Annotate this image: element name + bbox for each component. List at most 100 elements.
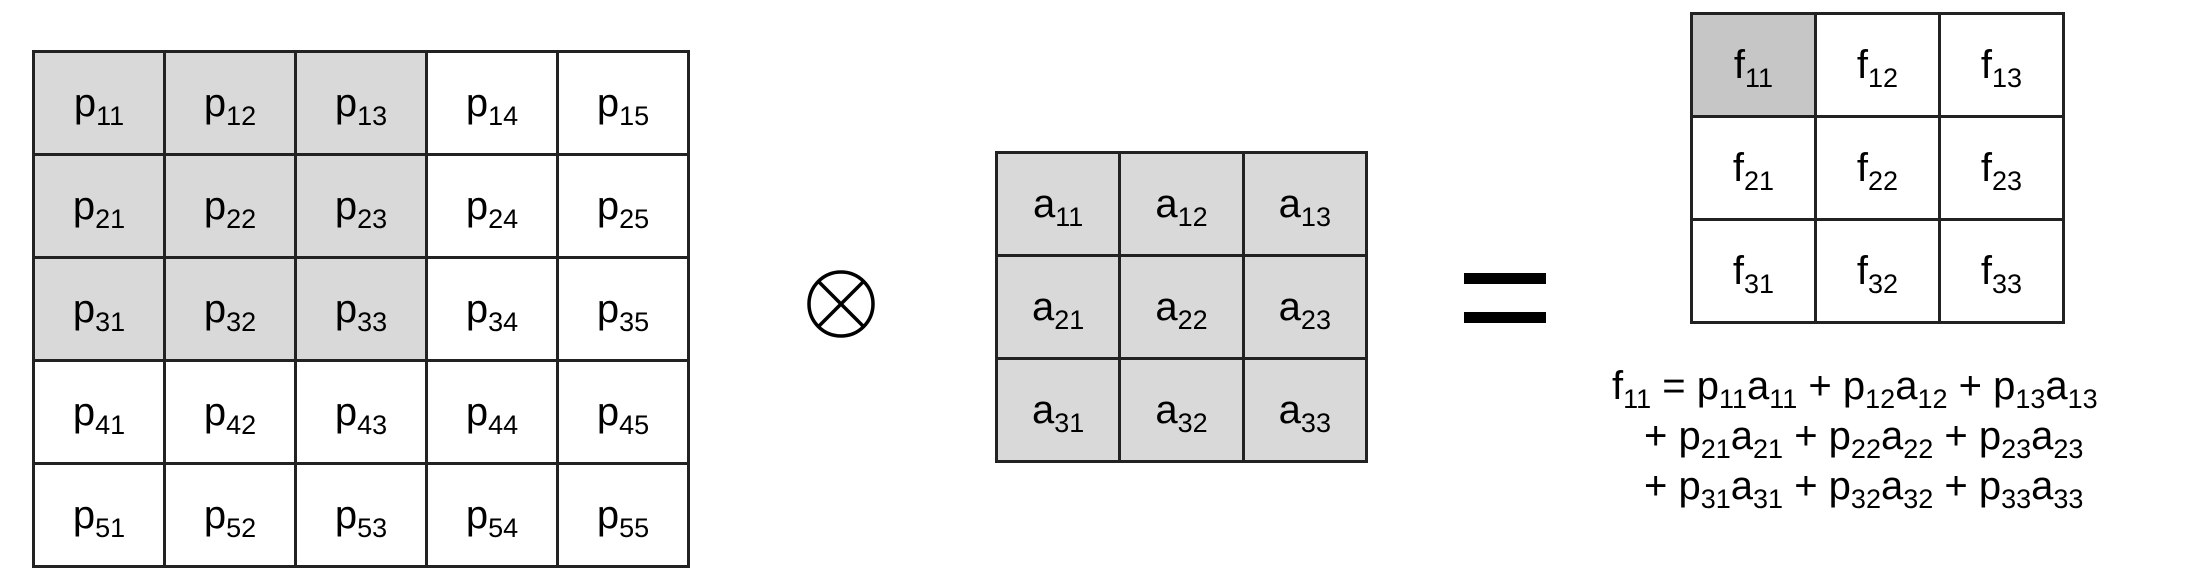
output-matrix-label: f23 [1981, 148, 2022, 195]
input-matrix-label: p31 [73, 289, 125, 336]
formula-a: a32 [1880, 464, 1933, 513]
input-matrix-label-subscript: 32 [226, 307, 257, 337]
input-matrix-cell: p41 [35, 362, 163, 462]
formula-p-subscript: 33 [2001, 484, 2032, 514]
input-matrix-label-base: p [596, 81, 620, 125]
convolution-operator-icon [807, 270, 875, 338]
input-matrix-label-base: p [465, 493, 489, 537]
output-matrix-label-base: f [1856, 43, 1869, 87]
formula-line: f11 = p11a11 + p12a12 + p13a13 [1612, 366, 2188, 416]
input-matrix-label-subscript: 25 [619, 204, 650, 234]
kernel-matrix-label: a12 [1155, 184, 1207, 231]
input-matrix-label-subscript: 35 [619, 307, 650, 337]
kernel-matrix-cell: a33 [1244, 360, 1365, 460]
input-matrix-label: p13 [335, 83, 387, 130]
formula-lhs-base: f [1612, 364, 1624, 408]
output-matrix-cell: f32 [1817, 221, 1938, 321]
input-matrix-label-subscript: 53 [357, 513, 388, 543]
output-matrix-cell: f12 [1817, 15, 1938, 115]
output-matrix-label: f11 [1733, 43, 1773, 92]
kernel-matrix-label-subscript: 12 [1177, 202, 1208, 232]
formula-a-base: a [1880, 414, 1904, 458]
formula-p-subscript: 23 [2001, 434, 2032, 464]
kernel-matrix-cell: a12 [1121, 154, 1242, 254]
formula-a-base: a [1880, 464, 1904, 508]
formula-plus: + [1947, 364, 1994, 408]
formula-p-base: p [1978, 414, 2002, 458]
input-matrix-label-base: p [596, 493, 620, 537]
output-matrix-label-base: f [1856, 249, 1869, 293]
kernel-matrix-label: a23 [1278, 285, 1331, 334]
formula-a-base: a [1747, 364, 1770, 408]
input-matrix-cell: p34 [428, 259, 556, 359]
formula-a-base: a [2031, 414, 2054, 458]
input-matrix-label: p44 [466, 392, 518, 439]
formula-a-base: a [2045, 364, 2068, 408]
output-matrix-label: f32 [1856, 249, 1898, 298]
input-matrix-label: p15 [596, 81, 649, 130]
input-matrix-cell: p55 [559, 465, 687, 565]
input-matrix-label-base: p [203, 184, 227, 228]
input-matrix-label-subscript: 11 [96, 101, 125, 131]
formula-term: p23a23 [1978, 414, 2084, 463]
input-matrix-label-subscript: 42 [226, 410, 257, 440]
formula-term: p12a12 [1843, 364, 1948, 413]
output-matrix-label-subscript: 22 [1868, 166, 1899, 196]
kernel-matrix-label-subscript: 22 [1177, 305, 1208, 335]
formula-a-subscript: 13 [2067, 384, 2098, 414]
input-matrix-label: p32 [204, 289, 256, 336]
formula-p-subscript: 32 [1850, 484, 1881, 514]
input-matrix-label-base: p [596, 184, 620, 228]
output-matrix-label-base: f [1733, 43, 1746, 87]
output-matrix-label: f12 [1856, 43, 1898, 92]
kernel-matrix-cell: a31 [998, 360, 1119, 460]
input-matrix-cell: p21 [35, 156, 163, 256]
formula-p: p23 [1978, 414, 2031, 463]
input-matrix-label-subscript: 51 [95, 513, 126, 543]
formula-lhs: f11 [1612, 364, 1651, 413]
formula-a-base: a [1730, 464, 1754, 508]
kernel-matrix-label: a33 [1278, 388, 1331, 437]
kernel-matrix-label-base: a [1032, 388, 1055, 432]
input-matrix-label-subscript: 31 [95, 307, 126, 337]
input-matrix-cell: p31 [35, 259, 163, 359]
formula-p-base: p [1828, 464, 1851, 508]
output-matrix-label-base: f [1980, 249, 1993, 293]
output-matrix-cell: f13 [1941, 15, 2062, 115]
kernel-matrix-cell: a23 [1244, 257, 1365, 357]
output-matrix-label-subscript: 23 [1992, 166, 2023, 196]
input-matrix-cell: p24 [428, 156, 556, 256]
input-matrix-label-base: p [334, 493, 358, 537]
formula-a-subscript: 32 [1903, 484, 1934, 514]
formula-line: + p31a31 + p32a32 + p33a33 [1612, 466, 2188, 516]
formula-p-base: p [1993, 364, 2016, 408]
kernel-matrix-label: a32 [1155, 388, 1207, 437]
output-matrix-cell: f33 [1941, 221, 2062, 321]
formula-term: p11a11 [1697, 364, 1798, 413]
formula-p-subscript: 21 [1700, 434, 1731, 464]
kernel-matrix-label-subscript: 21 [1054, 305, 1085, 335]
kernel-matrix-label-base: a [1278, 388, 1301, 432]
input-matrix-label: p12 [204, 83, 256, 130]
output-matrix-label: f21 [1732, 146, 1774, 195]
kernel-matrix-label-subscript: 13 [1300, 202, 1331, 232]
output-matrix-label-subscript: 32 [1868, 269, 1899, 299]
formula-term: p21a21 [1678, 416, 1783, 463]
kernel-matrix-label-base: a [1278, 285, 1301, 329]
formula-plus: + [1783, 464, 1829, 508]
kernel-matrix-label-base: a [1155, 388, 1178, 432]
formula-plus: + [1644, 414, 1679, 458]
input-matrix-label-base: p [596, 390, 620, 434]
input-matrix-cell: p13 [297, 53, 425, 153]
formula-term: p13a13 [1993, 364, 2098, 413]
formula-p: p12 [1843, 364, 1895, 413]
formula-p-subscript: 12 [1865, 384, 1896, 414]
input-matrix-label-base: p [465, 184, 489, 228]
formula-equals: = [1651, 364, 1697, 408]
output-matrix-label-base: f [1732, 146, 1745, 190]
output-matrix-label: f13 [1981, 45, 2022, 92]
kernel-matrix-label-subscript: 33 [1300, 408, 1331, 438]
input-matrix-label: p24 [465, 184, 518, 233]
kernel-matrix-label-subscript: 31 [1054, 408, 1085, 438]
